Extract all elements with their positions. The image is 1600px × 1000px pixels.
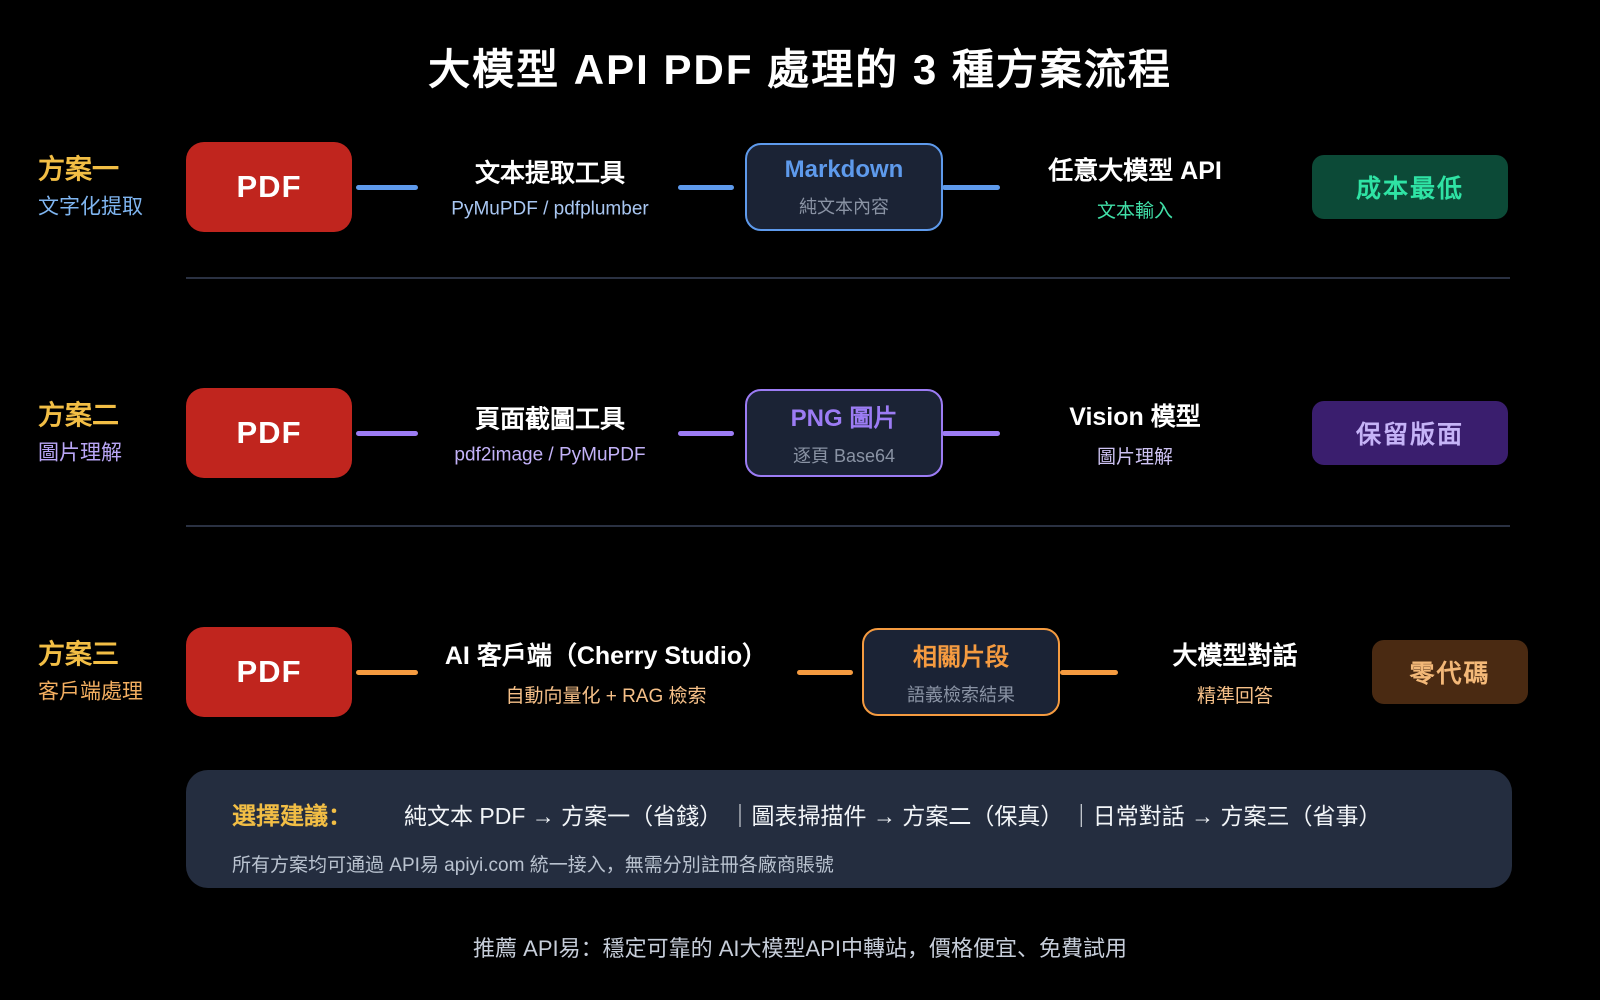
model-title: 大模型對話 [1172,642,1298,670]
advice-text: 純文本 PDF → 方案一（省錢） ｜圖表掃描件 → 方案二（保真） ｜日常對話… [404,803,1382,829]
pdf-source-node: PDF [186,142,352,232]
output-subtitle: 語義檢索結果 [907,685,1015,705]
model-subtitle: 圖片理解 [1096,447,1173,468]
output-title: Markdown [784,155,904,183]
advice-note: 所有方案均可通過 API易 apiyi.com 統一接入，無需分別註冊各廠商賬號 [232,855,834,876]
scheme-label: 方案一 文字化提取 [38,153,143,220]
row-divider [186,277,1510,279]
connector-line [356,431,418,436]
connector-line [678,185,734,190]
flow-row-scheme-3: 方案三 客戶端處理 PDF AI 客戶端（Cherry Studio） 自動向量… [0,627,1600,717]
scheme-subtitle: 客戶端處理 [38,680,143,704]
model-step: 大模型對話 精準回答 [1125,636,1345,708]
model-step: 任意大模型 API 文本輸入 [1010,151,1260,223]
step-title: 頁面截圖工具 [474,405,625,434]
connector-line [942,185,1000,190]
scheme-name: 方案二 [38,400,119,431]
output-node: Markdown 純文本內容 [745,143,943,231]
step-subtitle: pdf2image / PyMuPDF [454,444,646,466]
connector-line [356,670,418,675]
scheme-name: 方案三 [38,639,119,670]
step-tool: AI 客戶端（Cherry Studio） 自動向量化 + RAG 檢索 [420,636,792,708]
model-title: Vision 模型 [1069,403,1201,431]
connector-line [678,431,734,436]
row-divider [186,525,1510,527]
advice-line: 選擇建議： 純文本 PDF → 方案一（省錢） ｜圖表掃描件 → 方案二（保真）… [232,796,1466,831]
output-node: 相關片段 語義檢索結果 [862,628,1060,716]
step-tool: 文本提取工具 PyMuPDF / pdfplumber [420,154,680,221]
scheme-subtitle: 文字化提取 [38,195,143,219]
pdf-source-node: PDF [186,388,352,478]
scheme-label: 方案三 客戶端處理 [38,638,143,705]
step-subtitle: PyMuPDF / pdfplumber [451,198,649,220]
page-title: 大模型 API PDF 處理的 3 種方案流程 [428,46,1172,93]
model-step: Vision 模型 圖片理解 [1010,397,1260,469]
scheme-name: 方案一 [38,154,119,185]
pdf-source-node: PDF [186,627,352,717]
advice-label: 選擇建議： [232,803,352,830]
model-title: 任意大模型 API [1048,157,1222,185]
model-subtitle: 精準回答 [1196,686,1273,707]
output-node: PNG 圖片 逐頁 Base64 [745,389,943,477]
connector-line [942,431,1000,436]
benefit-badge: 零代碼 [1372,640,1528,704]
flow-row-scheme-2: 方案二 圖片理解 PDF 頁面截圖工具 pdf2image / PyMuPDF … [0,388,1600,478]
connector-line [797,670,853,675]
output-title: 相關片段 [913,644,1009,671]
footer-note: 推薦 API易：穩定可靠的 AI大模型API中轉站，價格便宜、免費試用 [473,936,1127,961]
connector-line [1060,670,1118,675]
benefit-badge: 成本最低 [1312,155,1508,219]
scheme-label: 方案二 圖片理解 [38,399,122,466]
step-subtitle: 自動向量化 + RAG 檢索 [505,686,707,707]
output-subtitle: 逐頁 Base64 [792,446,896,466]
model-subtitle: 文本輸入 [1096,201,1173,222]
connector-line [356,185,418,190]
benefit-badge: 保留版面 [1312,401,1508,465]
output-subtitle: 純文本內容 [799,196,889,217]
advice-panel: 選擇建議： 純文本 PDF → 方案一（省錢） ｜圖表掃描件 → 方案二（保真）… [186,770,1512,888]
step-title: 文本提取工具 [474,159,625,188]
step-tool: 頁面截圖工具 pdf2image / PyMuPDF [420,400,680,467]
scheme-subtitle: 圖片理解 [38,441,122,465]
flow-row-scheme-1: 方案一 文字化提取 PDF 文本提取工具 PyMuPDF / pdfplumbe… [0,142,1600,232]
step-title: AI 客戶端（Cherry Studio） [444,642,768,670]
output-title: PNG 圖片 [790,405,898,432]
